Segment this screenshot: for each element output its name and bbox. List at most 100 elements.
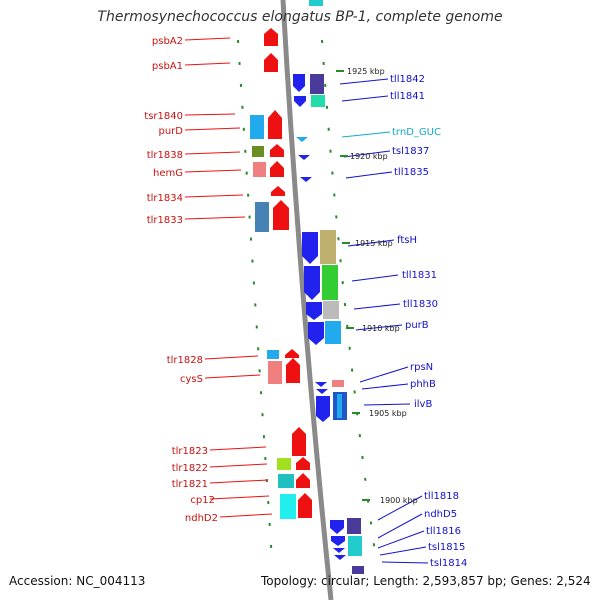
- gene-label: tsl1814: [430, 558, 467, 569]
- connector-cysS: [204, 374, 261, 379]
- gene-label: ndhD5: [424, 509, 457, 520]
- gene-tlr1828-arrow: [285, 349, 299, 358]
- genome-summary: Topology: circular; Length: 2,593,857 bp…: [261, 574, 591, 588]
- gene-label: trnD_GUC: [392, 127, 441, 138]
- gene-label: tlr1828: [167, 355, 203, 366]
- gene-label: tlr1821: [172, 479, 208, 490]
- gene-label: tlr1822: [172, 463, 208, 474]
- connector-tll1841: [341, 95, 389, 102]
- connector-cp12: [209, 495, 270, 500]
- gene-tll1830-arrow: [306, 302, 322, 320]
- connector-purB: [355, 324, 403, 331]
- gene-tlr1834-arrow: [270, 161, 284, 177]
- gene-ilvB-inner: [337, 394, 342, 418]
- gene-hemG: [270, 144, 284, 157]
- gene-label: tll1835: [394, 167, 429, 178]
- gene-tll1835: [300, 177, 312, 182]
- gene-tsl1837: [298, 155, 310, 160]
- gene-label: psbA2: [152, 36, 183, 47]
- right-gene-labels: tll1842 tll1841 trnD_GUC tsl1837 tll1835…: [390, 74, 467, 569]
- map-title: Thermosynechococcus elongatus BP-1, comp…: [97, 9, 503, 25]
- connector-ndhD2: [219, 513, 273, 518]
- connector-tll1842: [339, 78, 389, 85]
- gene-label: tsr1840: [144, 111, 183, 122]
- gene-tll1841: [311, 95, 325, 107]
- gene-purB-arrow: [308, 322, 324, 345]
- connector-tlr1821: [209, 479, 269, 484]
- connector-tll1835: [345, 171, 393, 179]
- gene-cp12: [280, 494, 296, 519]
- gene-label: ftsH: [397, 235, 417, 246]
- connector-tlr1823: [209, 446, 267, 451]
- gene-label: tsl1815: [428, 542, 465, 553]
- gene-bottom-right: [352, 566, 364, 574]
- gene-label: purB: [405, 320, 429, 331]
- gene-tll1816-arrow: [331, 536, 345, 546]
- connector-ilvB: [363, 403, 411, 406]
- connector-tlr1833: [184, 216, 246, 220]
- gene-tll1830: [323, 301, 339, 319]
- tick-marks: [336, 70, 370, 501]
- gene-phhB-a: [315, 382, 327, 387]
- connector-tll1830: [353, 303, 401, 310]
- connector-tlr1828: [204, 355, 259, 360]
- gene-ndhD5-arrow: [330, 520, 344, 534]
- gene-label: ilvB: [414, 399, 432, 410]
- connector-psbA1: [184, 62, 231, 66]
- gene-tlr1821: [278, 474, 294, 488]
- gene-tll1842-arrow: [293, 74, 305, 92]
- gene-label: tll1842: [390, 74, 425, 85]
- connector-tsl1815: [379, 546, 427, 556]
- connector-purD: [184, 127, 241, 131]
- gene-tll1831: [322, 265, 338, 300]
- connector-ndhD5: [377, 513, 423, 539]
- gene-tll1816: [348, 536, 362, 556]
- gene-label: purD: [159, 126, 184, 137]
- connector-tll1816: [377, 530, 425, 549]
- connector-trnD: [341, 131, 391, 138]
- gene-tsr1840: [250, 115, 264, 139]
- gene-label: tlr1838: [147, 150, 183, 161]
- gene-tlr1823: [292, 427, 306, 456]
- connector-psbA2: [184, 37, 231, 41]
- gene-tlr1833-arrow: [271, 186, 285, 196]
- gene-ftsH-arrow: [302, 232, 318, 264]
- gene-phhB-b: [316, 389, 328, 394]
- connector-tsl1837: [343, 150, 391, 158]
- left-gene-labels: psbA2 psbA1 tsr1840 purD tlr1838 hemG tl…: [144, 36, 218, 524]
- connector-tlr1834: [184, 194, 244, 198]
- connector-tsl1814: [381, 561, 429, 564]
- gene-label: tlr1823: [172, 446, 208, 457]
- gene-tsl1814: [334, 555, 346, 560]
- tick-label: 1900 kbp: [380, 496, 418, 505]
- connector-tll1818: [377, 495, 423, 521]
- gene-label: tll1831: [402, 270, 437, 281]
- gene-label: tll1841: [390, 91, 425, 102]
- gene-tlr1821-arrow: [296, 473, 310, 488]
- gene-label: tlr1834: [147, 193, 183, 204]
- gene-ilvB-arrow: [316, 396, 330, 422]
- gene-tll1831-arrow: [304, 266, 320, 300]
- right-connectors: [339, 78, 429, 564]
- tick-label: 1915 kbp: [355, 239, 393, 248]
- connector-tlr1822: [209, 463, 268, 468]
- gene-label: cp12: [190, 495, 215, 506]
- gene-tlr1834: [253, 162, 266, 177]
- gene-label: tll1818: [424, 491, 459, 502]
- gene-label: tlr1833: [147, 215, 183, 226]
- connector-tll1831: [351, 274, 399, 282]
- gene-tlr1833-main: [273, 200, 289, 230]
- genome-backbone: [280, 0, 334, 600]
- gene-tsl1815: [333, 548, 345, 553]
- tick-labels: 1925 kbp 1920 kbp 1915 kbp 1910 kbp 1905…: [347, 67, 418, 505]
- gene-tll1818: [347, 518, 361, 534]
- gene-tlr1828: [267, 350, 279, 359]
- tick-label: 1910 kbp: [362, 324, 400, 333]
- gene-rpsN: [332, 380, 344, 387]
- gene-trnD: [296, 137, 308, 142]
- gene-label: tll1830: [403, 299, 438, 310]
- gene-tlr1833: [255, 202, 269, 232]
- gene-tll1842: [310, 74, 324, 94]
- tick-label: 1925 kbp: [347, 67, 385, 76]
